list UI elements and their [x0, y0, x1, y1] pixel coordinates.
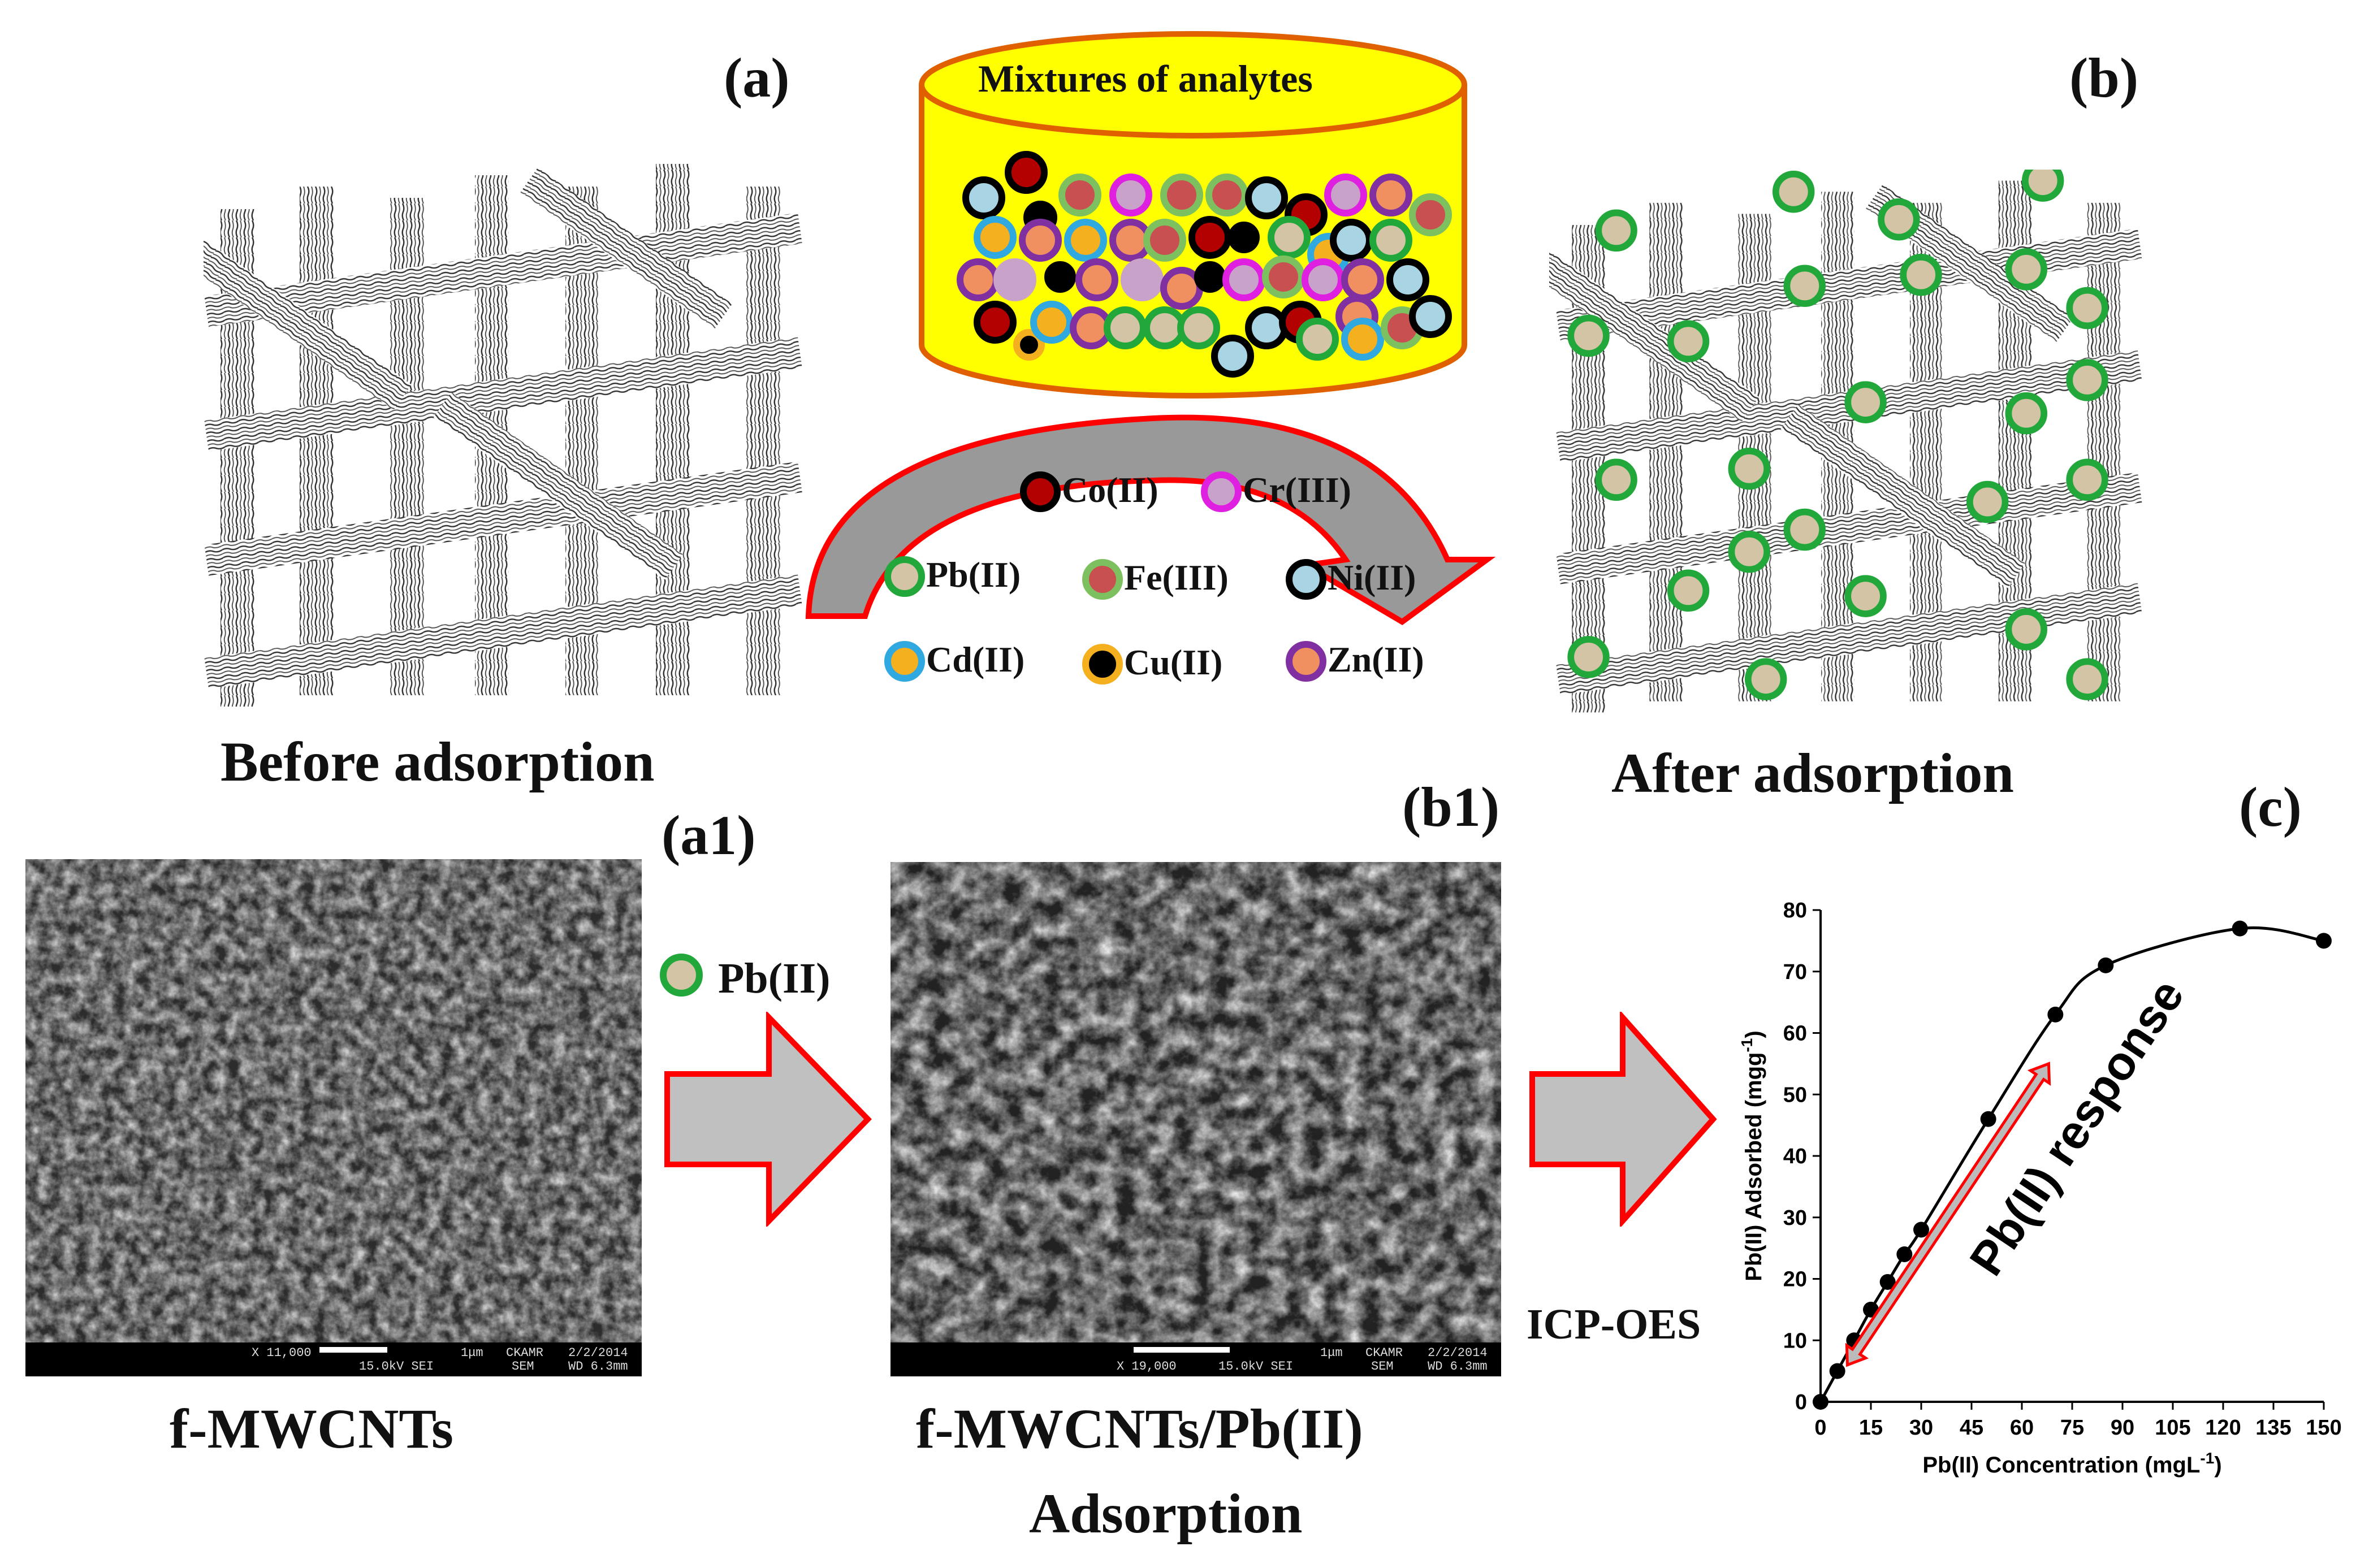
data-point [1980, 1111, 1996, 1127]
legend-item-cd: Cd(II) [882, 639, 1024, 687]
panel-label-a: (a) [724, 46, 790, 109]
panel-label-a1: (a1) [662, 804, 756, 867]
caption-before-adsorption: Before adsorption [221, 730, 655, 793]
data-point [2047, 1006, 2064, 1023]
y-tick-label: 50 [1783, 1083, 1807, 1107]
ni-ion-icon [1286, 559, 1326, 600]
block-arrow-2 [1529, 1012, 1717, 1227]
y-tick-label: 0 [1795, 1391, 1807, 1414]
caption-f-mwcnts-pb: f-MWCNTs/Pb(II) [916, 1397, 1363, 1460]
legend-item-cr: Cr(III) [1199, 469, 1351, 517]
container-title: Mixtures of analytes [978, 57, 1313, 100]
pb-marker: Pb(II) [656, 950, 830, 1003]
data-point [2098, 957, 2114, 973]
zn-ion-icon [1286, 641, 1326, 682]
cnt-mesh-before [204, 164, 802, 707]
legend-item-zn: Zn(II) [1283, 639, 1424, 687]
sem-image-f-mwcnts-pb: X 19,000 15.0kV SEI 1μm CKAMR SEM 2/2/20… [890, 862, 1501, 1376]
co-ion-icon [1020, 471, 1061, 512]
double-arrow [1845, 1062, 2051, 1367]
series-line [1819, 926, 2324, 1403]
sem-texture-1 [25, 859, 642, 1342]
x-axis-label: Pb(II) Concentration (mgL-1) [1922, 1449, 2221, 1478]
legend-item-cu: Cu(II) [1080, 642, 1222, 690]
x-tick-label: 105 [2155, 1416, 2190, 1440]
cnt-mesh-after [1549, 170, 2142, 713]
block-arrow-1 [664, 1012, 872, 1227]
x-tick-label: 135 [2255, 1416, 2291, 1440]
x-tick-label: 0 [1814, 1416, 1826, 1440]
legend-item-fe: Fe(III) [1080, 557, 1229, 605]
annotation-text: Pb(II) response [1959, 970, 2194, 1285]
data-point [1896, 1246, 1913, 1262]
x-tick-label: 30 [1909, 1416, 1933, 1440]
pb-ion-icon [660, 954, 703, 997]
x-tick-label: 75 [2060, 1416, 2084, 1440]
x-tick-label: 90 [2111, 1416, 2134, 1440]
x-tick-label: 45 [1960, 1416, 1983, 1440]
data-point [2316, 933, 2332, 949]
sem-image-f-mwcnts: X 11,000 15.0kV SEI 1μm CKAMR SEM 2/2/20… [25, 859, 642, 1376]
data-point [1829, 1363, 1845, 1379]
x-tick-label: 150 [2306, 1416, 2341, 1440]
y-tick-label: 30 [1783, 1206, 1807, 1230]
y-tick-label: 70 [1783, 960, 1807, 984]
analyte-container [919, 31, 1467, 399]
adsorption-chart: 0 15 30 45 60 75 90 105 120 135 150 0 10 20 30 40 50 60 70… [1738, 899, 2342, 1478]
sem-info-bar-1: X 11,000 15.0kV SEI 1μm CKAMR SEM 2/2/20… [25, 1342, 642, 1376]
panel-label-b1: (b1) [1402, 776, 1500, 838]
data-point [1879, 1274, 1896, 1290]
cr-ion-icon [1201, 471, 1242, 512]
cu-ion-icon [1082, 644, 1123, 685]
panel-label-c: (c) [2239, 776, 2302, 838]
caption-f-mwcnts: f-MWCNTs [170, 1397, 453, 1460]
caption-after-adsorption: After adsorption [1611, 742, 2015, 804]
pb-ion-icon [884, 556, 925, 597]
panel-label-b: (b) [2069, 46, 2139, 109]
y-tick-label: 40 [1783, 1145, 1807, 1168]
ion-legend: Co(II) Cr(III) Pb(II) Fe(III) Ni(II) Cd(… [882, 469, 1504, 707]
data-point [1813, 1394, 1828, 1410]
icp-oes-label: ICP-OES [1527, 1301, 1701, 1348]
scale-bar-1 [319, 1347, 387, 1353]
legend-item-pb: Pb(II) [882, 554, 1021, 602]
x-tick-label: 120 [2205, 1416, 2241, 1440]
fe-ion-icon [1082, 559, 1123, 600]
legend-item-co: Co(II) [1018, 469, 1158, 517]
y-tick-label: 10 [1783, 1329, 1807, 1353]
data-point [2232, 920, 2248, 937]
caption-adsorption: Adsorption [1029, 1482, 1303, 1545]
x-tick-label: 60 [2010, 1416, 2034, 1440]
data-point [1913, 1222, 1929, 1238]
y-tick-label: 20 [1783, 1268, 1807, 1292]
sem-texture-2 [890, 862, 1501, 1342]
cd-ion-icon [884, 641, 925, 682]
legend-item-ni: Ni(II) [1283, 557, 1416, 605]
response-annotation: Pb(II) response [1845, 970, 2194, 1367]
scale-bar-2 [1134, 1347, 1230, 1353]
sem-info-bar-2: X 19,000 15.0kV SEI 1μm CKAMR SEM 2/2/20… [890, 1342, 1501, 1376]
y-axis-label: Pb(II) Adsorbed (mgg-1) [1738, 1030, 1766, 1281]
x-tick-label: 15 [1859, 1416, 1883, 1440]
y-tick-label: 80 [1783, 899, 1807, 922]
y-tick-label: 60 [1783, 1022, 1807, 1046]
